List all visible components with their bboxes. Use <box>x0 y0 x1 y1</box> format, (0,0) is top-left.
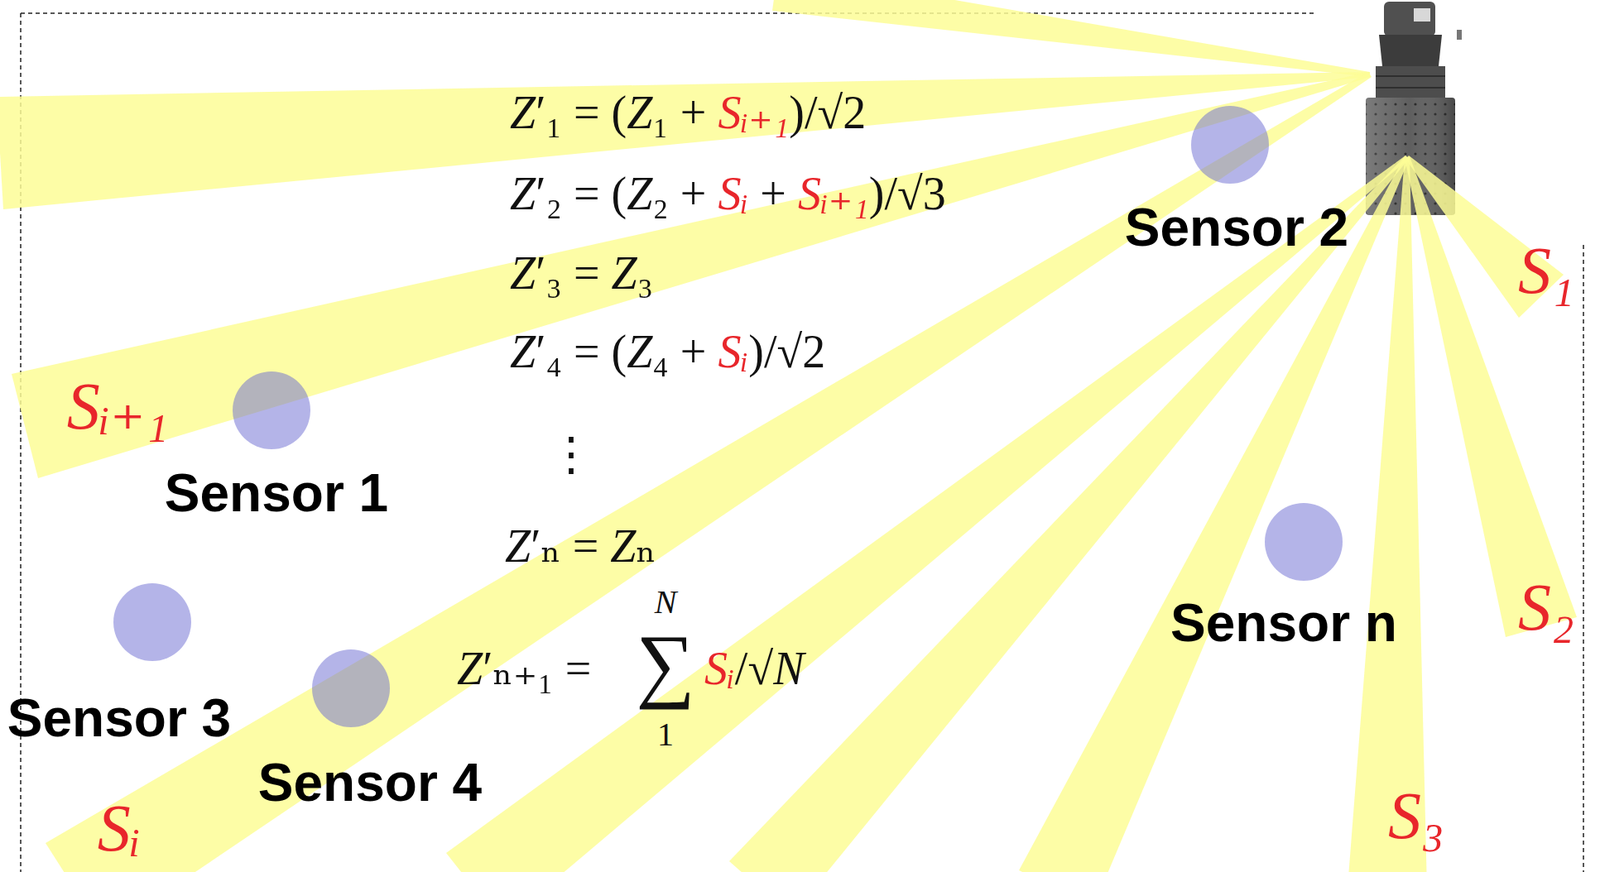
equation: Z′₄ = (Z₄ + Sᵢ)/√2 <box>509 325 826 379</box>
frame-right <box>1582 245 1585 872</box>
sensor-circle <box>1264 503 1343 582</box>
sensor-node: Sensor 3 <box>40 583 265 750</box>
laser-beam <box>446 155 1409 872</box>
sensor-circle <box>113 583 192 662</box>
signal-symbol: S₂ <box>1518 571 1575 644</box>
robot-neck <box>1375 66 1446 100</box>
signal-symbol: Sᵢ₊₁ <box>717 86 789 139</box>
robot-collar <box>1378 34 1442 67</box>
sensor-label: Sensor 4 <box>258 753 482 815</box>
math-variable: Z <box>509 247 536 299</box>
signal-symbol: Sᵢ <box>704 643 736 695</box>
laser-beam <box>1018 156 1410 872</box>
math-variable: Z <box>611 247 638 299</box>
equation: Z′₂ = (Z₂ + Sᵢ + Sᵢ₊₁)/√3 <box>509 167 947 221</box>
equation: Z′ₙ₊₁ = <box>456 642 591 696</box>
signal-symbol: Sᵢ <box>97 792 142 865</box>
math-variable: Z <box>504 520 531 572</box>
signal-symbol: S₃ <box>1388 779 1445 853</box>
math-variable: Z <box>610 520 636 572</box>
math-variable: N <box>773 643 804 695</box>
beam-label: S₂ <box>1518 569 1575 646</box>
sensor-circle <box>232 371 311 450</box>
robot-head <box>1383 1 1436 37</box>
equation: Z′₁ = (Z₁ + Sᵢ₊₁)/√2 <box>509 86 866 140</box>
beam-label: S₁ <box>1518 232 1575 309</box>
math-variable: N <box>654 583 678 621</box>
beam-label: S₃ <box>1388 778 1445 855</box>
sensor-node: Sensor 4 <box>239 649 463 815</box>
beam-label: Sᵢ <box>97 790 142 867</box>
signal-symbol: S₁ <box>1518 234 1575 308</box>
sensor-node: Sensor 1 <box>159 371 384 525</box>
math-variable: Z <box>509 86 536 139</box>
beam-label: Sᵢ₊₁ <box>67 368 169 445</box>
laser-beam <box>45 72 1372 872</box>
sensor-label: Sensor 1 <box>164 463 389 525</box>
frame-top <box>20 12 1317 15</box>
math-variable: Z <box>626 326 653 378</box>
equation: Z′₃ = Z₃ <box>509 246 654 300</box>
robot-antenna <box>1456 29 1462 40</box>
laser-beam <box>1347 157 1428 872</box>
equation: Z′ₙ = Zₙ <box>504 519 657 573</box>
sensor-circle <box>312 649 390 728</box>
sum-symbol: ∑ <box>635 623 695 707</box>
signal-symbol: Sᵢ₊₁ <box>67 369 169 443</box>
sensor-node: Sensor 2 <box>1118 105 1342 260</box>
laser-beam <box>772 0 1370 77</box>
sensor-node: Sensor n <box>1190 503 1418 655</box>
signal-symbol: Sᵢ <box>717 326 749 378</box>
math-variable: Z <box>626 86 653 139</box>
ellipsis: ⋮ <box>547 427 595 481</box>
sensor-label: Sensor 2 <box>1124 197 1349 260</box>
robot-camera <box>1413 8 1431 22</box>
robot-band <box>1375 75 1446 77</box>
math-variable: Z <box>509 326 536 378</box>
math-variable: Z <box>626 168 653 220</box>
laser-beam <box>1404 156 1577 638</box>
sum-limit: N <box>654 583 678 622</box>
equation: Sᵢ/√N <box>704 642 805 696</box>
sensor-label: Sensor n <box>1170 593 1398 655</box>
signal-symbol: Sᵢ₊₁ <box>797 168 870 220</box>
math-variable: Z <box>509 168 536 220</box>
robot-band <box>1375 86 1446 89</box>
sensor-circle <box>1191 105 1269 184</box>
sensor-label: Sensor 3 <box>7 688 231 750</box>
signal-symbol: Sᵢ <box>717 168 749 220</box>
sum-limit: 1 <box>657 715 674 755</box>
math-variable: Z <box>456 643 483 695</box>
laser-beam <box>729 155 1409 872</box>
